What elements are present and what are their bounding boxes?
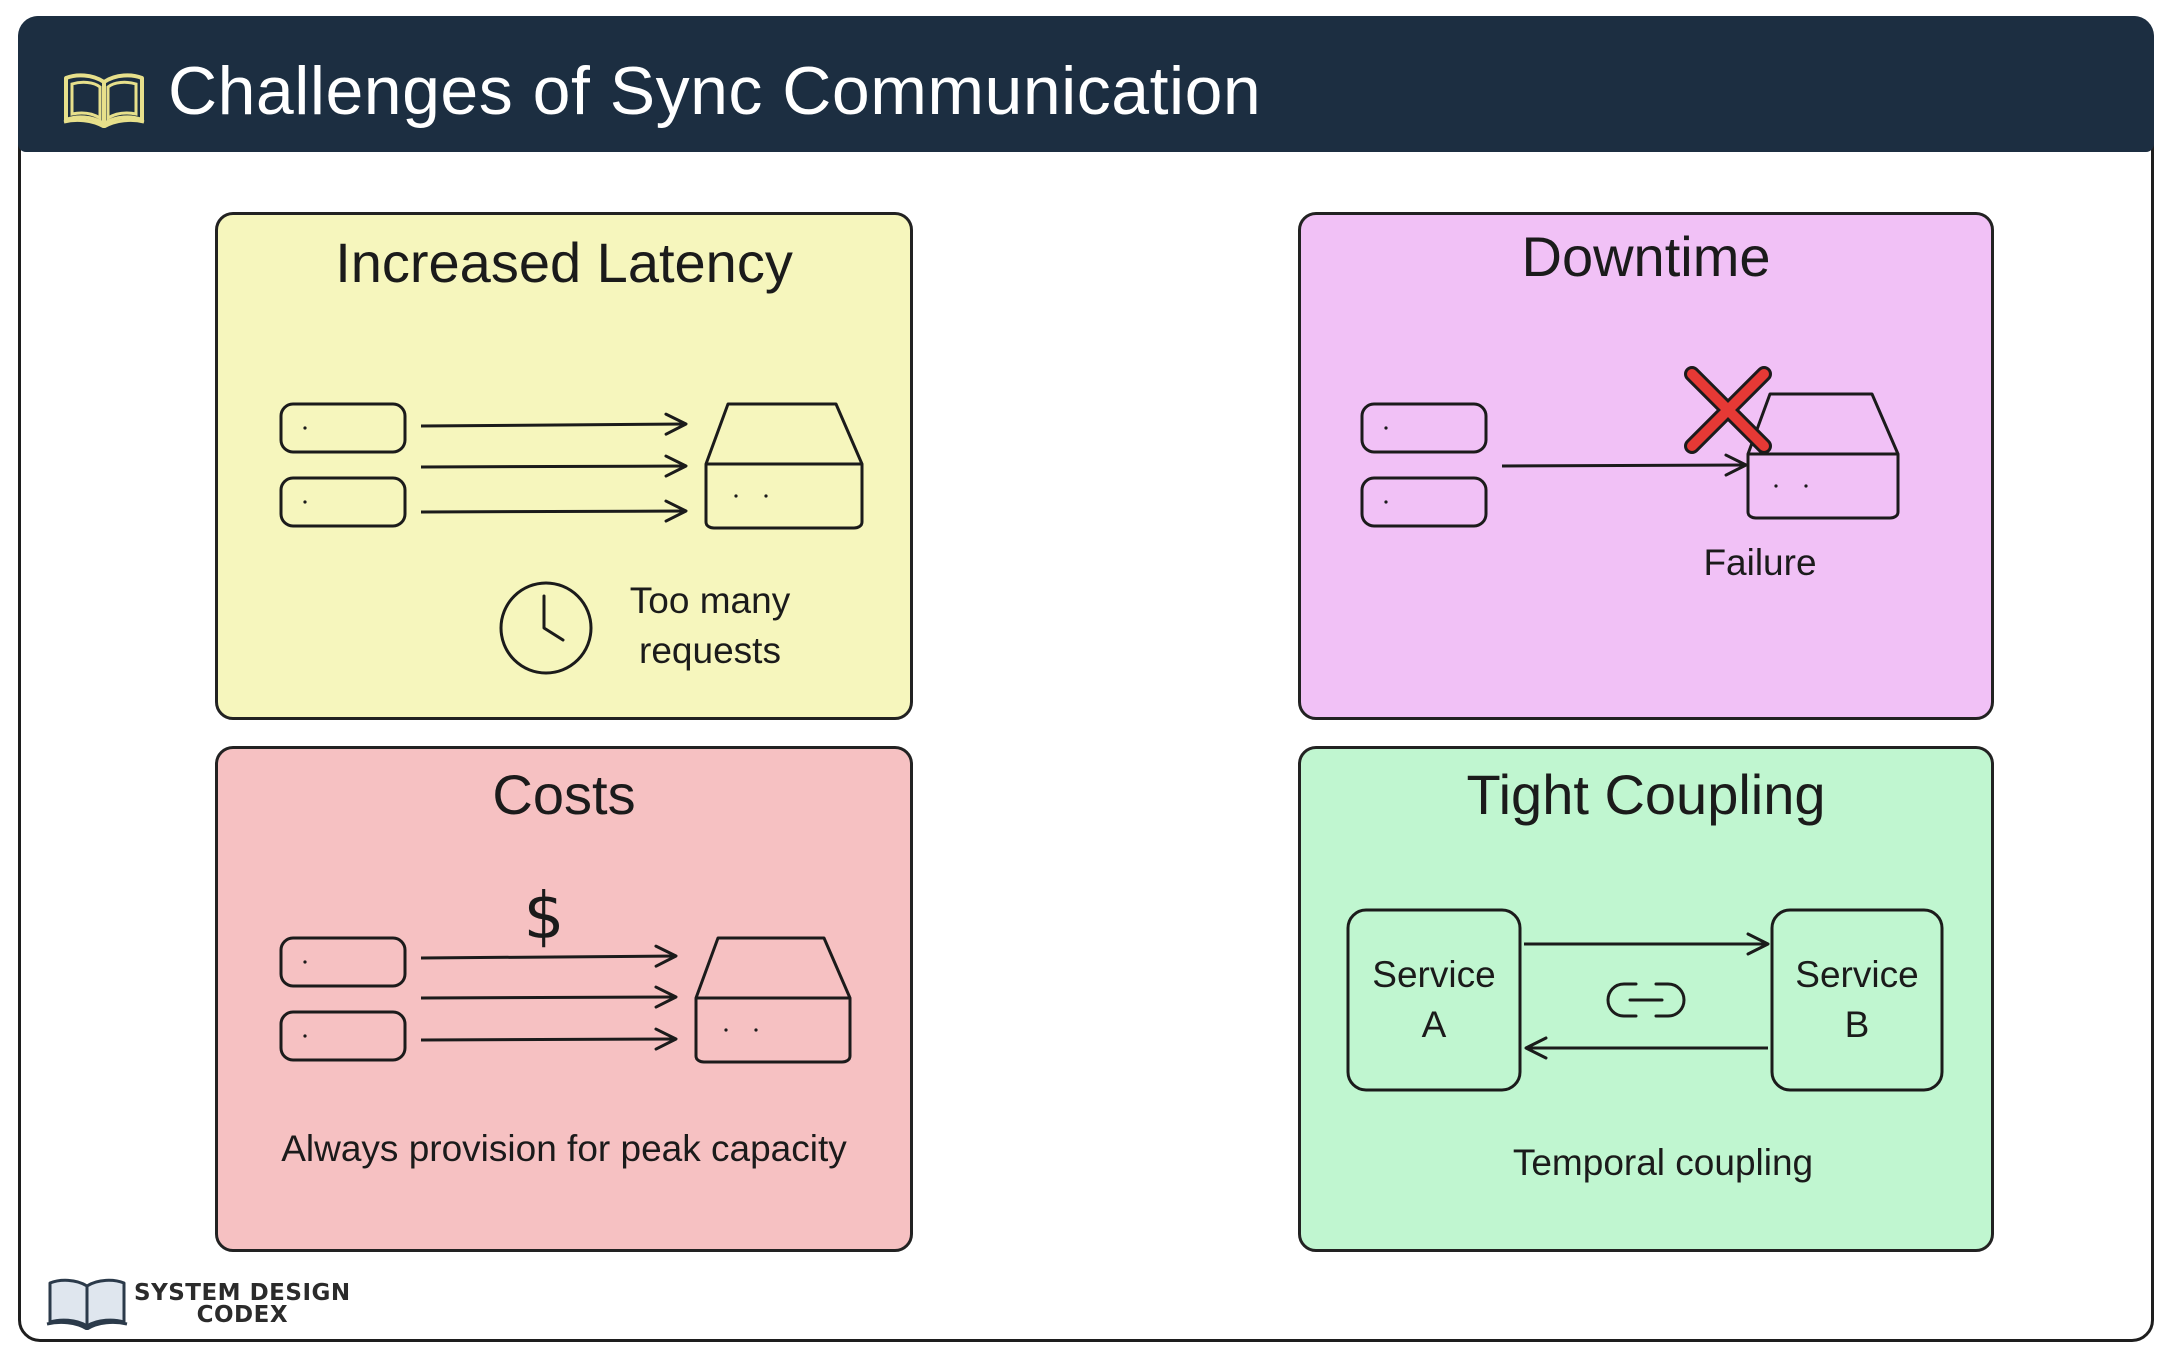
costs-clients xyxy=(279,936,407,1062)
brand-line1: SYSTEM DESIGN xyxy=(134,1280,351,1306)
brand-line2: CODEX xyxy=(196,1302,289,1328)
page-title: Challenges of Sync Communication xyxy=(168,53,1262,129)
costs-arrows xyxy=(420,944,678,1051)
brand-wordmark: SYSTEM DESIGN CODEX xyxy=(134,1280,351,1328)
brand-open-book-icon xyxy=(46,1278,128,1330)
downtime-database xyxy=(1746,392,1900,520)
latency-caption-line1: Too many xyxy=(629,580,791,621)
downtime-clients xyxy=(1360,402,1488,528)
header-bar: Challenges of Sync Communication xyxy=(18,16,2154,152)
costs-database xyxy=(694,936,852,1064)
coupling-caption: Temporal coupling xyxy=(1512,1142,1814,1183)
costs-caption: Always provision for peak capacity xyxy=(281,1128,847,1169)
panel-title-costs: Costs xyxy=(492,763,636,826)
costs-dollar-symbol: $ xyxy=(523,880,565,954)
latency-clients xyxy=(279,402,407,528)
service-b-label: Service B xyxy=(1795,954,1919,1045)
panel-title-downtime: Downtime xyxy=(1521,225,1771,288)
open-book-icon xyxy=(63,73,145,128)
latency-database xyxy=(704,402,864,530)
decorative-dots xyxy=(303,426,1808,1038)
latency-clock-icon xyxy=(499,581,593,675)
downtime-caption: Failure xyxy=(1703,542,1817,583)
coupling-services xyxy=(1346,908,1944,1092)
latency-caption-line2: requests xyxy=(639,630,781,671)
panel-title-latency: Increased Latency xyxy=(335,231,793,294)
panel-title-coupling: Tight Coupling xyxy=(1466,763,1826,826)
red-x-icon xyxy=(1684,366,1772,454)
latency-arrows xyxy=(420,412,688,523)
service-a-label: Service A xyxy=(1372,954,1496,1045)
link-icon xyxy=(1606,982,1686,1018)
downtime-arrow xyxy=(1501,453,1748,477)
